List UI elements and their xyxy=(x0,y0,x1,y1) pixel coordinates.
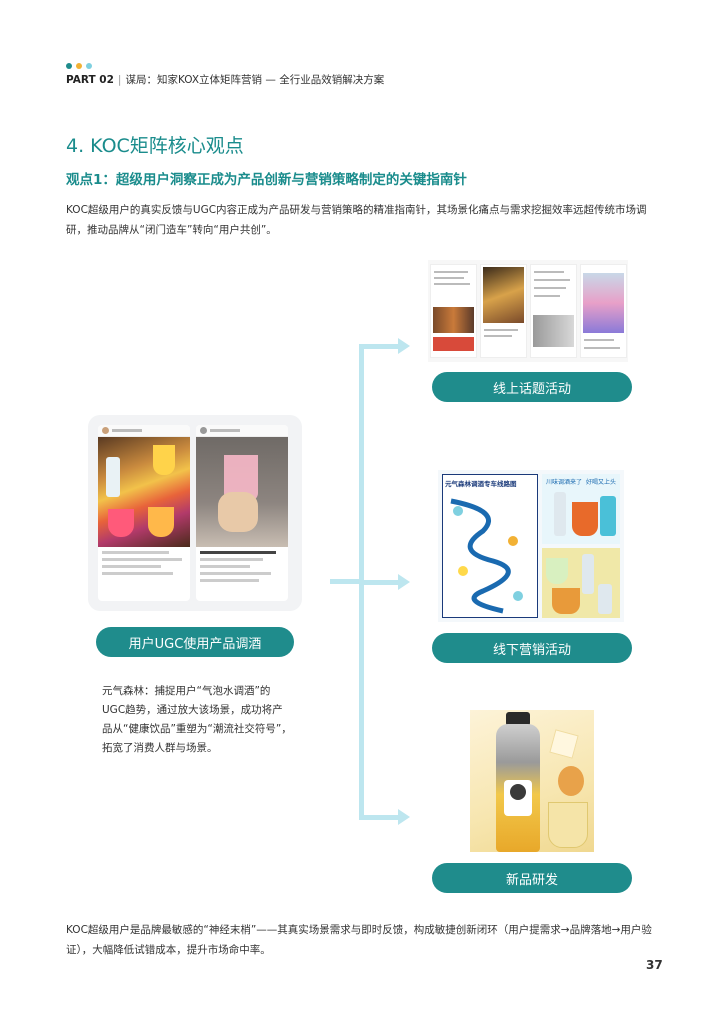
ugc-description: 元气森林：捕捉用户“气泡水调酒”的UGC趋势，通过放大该场景，成功将产品从“健康… xyxy=(102,685,292,754)
pill-offline-marketing: 线下营销活动 xyxy=(432,633,632,663)
part-label: PART 02 xyxy=(66,74,114,86)
connector-branch-product xyxy=(359,815,399,820)
dot-yellow xyxy=(76,63,82,69)
pill-new-product: 新品研发 xyxy=(432,863,632,893)
ugc-photo-cocktails xyxy=(98,437,190,547)
connector-branch-offline xyxy=(359,580,399,585)
header-dots xyxy=(66,63,92,69)
ugc-screenshot-card xyxy=(88,415,302,611)
section-subtitle: 观点1：超级用户洞察正成为产品创新与营销策略制定的关键指南针 xyxy=(66,172,467,188)
new-product-photo xyxy=(470,710,594,852)
footer-paragraph: KOC超级用户是品牌最敏感的“神经末梢”——其真实场景需求与即时反馈，构成敏捷创… xyxy=(66,924,652,956)
dot-teal xyxy=(66,63,72,69)
header-separator: | xyxy=(117,74,122,86)
arrow-product xyxy=(398,809,410,825)
section-title: 4. KOC矩阵核心观点 xyxy=(66,135,244,157)
offline-map-title: 元气森林调酒专车线路图 xyxy=(445,480,517,488)
offline-bubble-1: 川味调酒来了 xyxy=(546,479,583,486)
section-label: 谋局：知家KOX立体矩阵营销 — 全行业品效销解决方案 xyxy=(125,74,385,86)
arrow-offline xyxy=(398,574,410,590)
connector-horizontal-main xyxy=(330,579,364,584)
ugc-post-2 xyxy=(196,425,288,601)
arrow-online xyxy=(398,338,410,354)
offline-bubble-2: 好喝又上头 xyxy=(586,479,617,486)
online-topic-screenshots xyxy=(428,260,628,362)
offline-marketing-poster: 元气森林调酒专车线路图 川味调酒来了 好喝又上头 xyxy=(438,470,624,622)
pill-user-ugc: 用户UGC使用产品调酒 xyxy=(96,627,294,657)
route-map-illustration xyxy=(450,498,523,614)
connector-branch-online xyxy=(359,344,399,349)
ugc-post-1 xyxy=(98,425,190,601)
pill-online-topic: 线上话题活动 xyxy=(432,372,632,402)
page-header: PART 02|谋局：知家KOX立体矩阵营销 — 全行业品效销解决方案 xyxy=(66,72,384,87)
dot-lightblue xyxy=(86,63,92,69)
intro-paragraph: KOC超级用户的真实反馈与UGC内容正成为产品研发与营销策略的精准指南针，其场景… xyxy=(66,204,647,236)
ugc-photo-glass xyxy=(196,437,288,547)
page-number: 37 xyxy=(646,958,663,972)
